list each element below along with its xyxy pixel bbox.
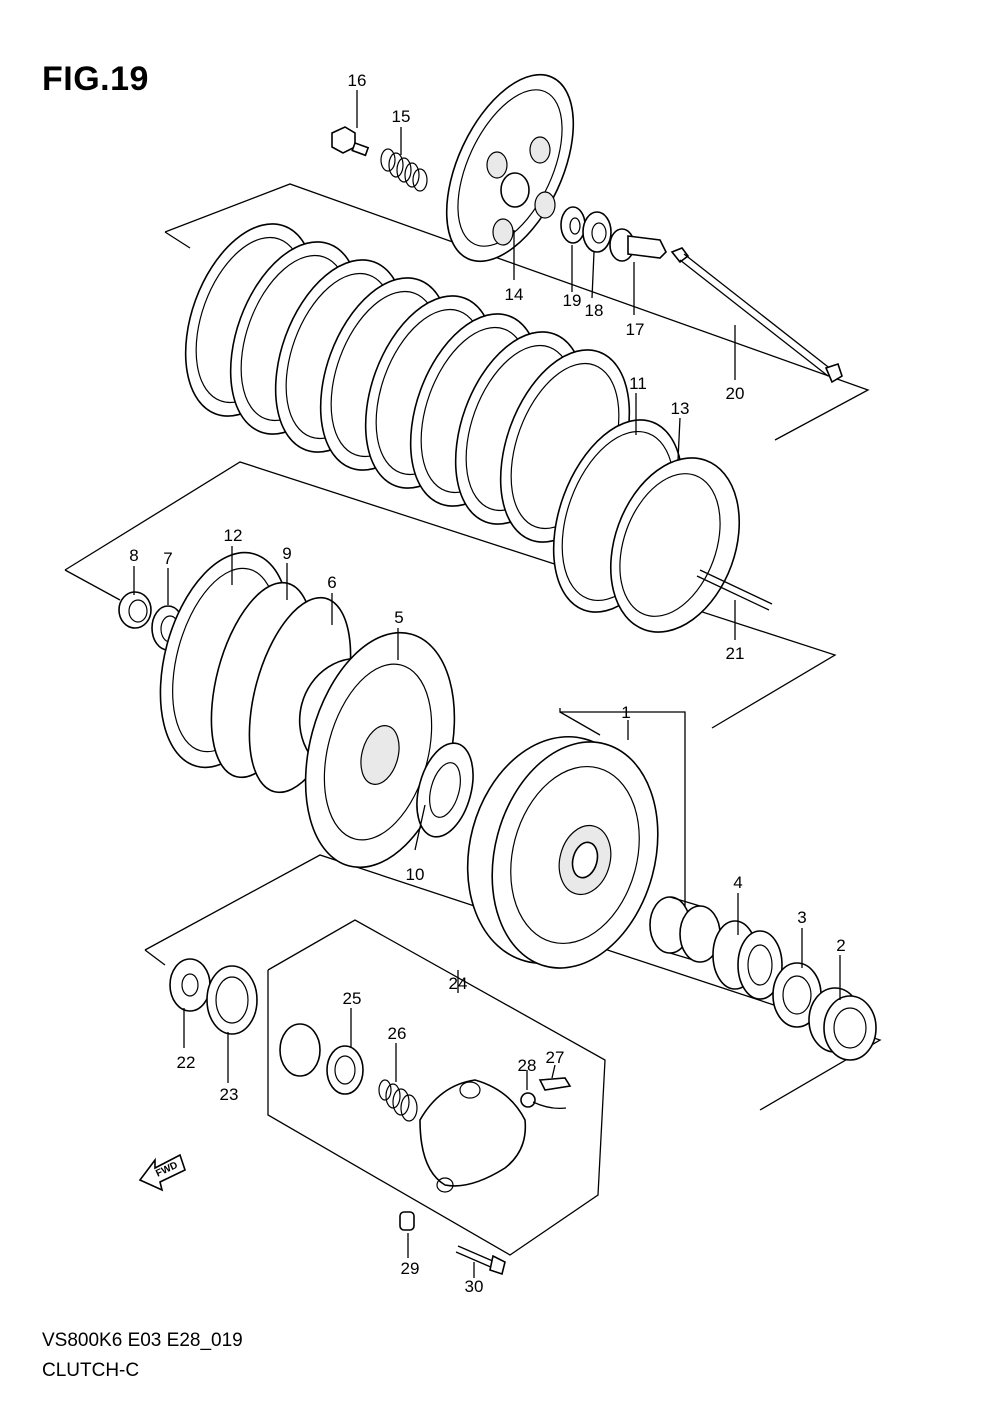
spring-26 bbox=[378, 1079, 418, 1122]
callout-1: 1 bbox=[621, 703, 630, 722]
washer-19 bbox=[560, 206, 586, 244]
spacer bbox=[649, 896, 721, 963]
primary-driven-gear-1 bbox=[466, 735, 659, 969]
fwd-arrow-icon: FWD bbox=[138, 1153, 186, 1192]
callout-4: 4 bbox=[733, 873, 742, 892]
bearing-22 bbox=[169, 958, 211, 1012]
callout-28: 28 bbox=[518, 1056, 537, 1075]
callout-15: 15 bbox=[392, 107, 411, 126]
callout-8: 8 bbox=[129, 546, 138, 565]
callout-3: 3 bbox=[797, 908, 806, 927]
callout-25: 25 bbox=[343, 989, 362, 1008]
leader-lines bbox=[133, 90, 841, 1278]
callout-29: 29 bbox=[401, 1259, 420, 1278]
callout-24: 24 bbox=[449, 974, 468, 993]
bolt-30 bbox=[455, 1245, 506, 1276]
callout-22: 22 bbox=[177, 1053, 196, 1072]
spring-15 bbox=[380, 148, 428, 192]
model-code: VS800K6 E03 E28_019 bbox=[42, 1330, 243, 1351]
bleeder-27 bbox=[538, 1077, 572, 1091]
callout-10: 10 bbox=[406, 865, 425, 884]
dowel-29 bbox=[399, 1211, 415, 1231]
group-outline-primary-gear bbox=[559, 708, 686, 920]
callout-5: 5 bbox=[394, 608, 403, 627]
push-rod-20 bbox=[670, 247, 843, 384]
clutch-plate-stack bbox=[184, 223, 631, 543]
callout-16: 16 bbox=[348, 71, 367, 90]
bolt-16 bbox=[331, 126, 370, 157]
callout-21: 21 bbox=[726, 644, 745, 663]
callout-9: 9 bbox=[282, 544, 291, 563]
needle-bearing-4 bbox=[712, 920, 783, 1000]
section-name: CLUTCH-C bbox=[42, 1360, 140, 1381]
callout-11: 11 bbox=[629, 374, 647, 393]
pressure-plate bbox=[445, 73, 575, 263]
callout-27: 27 bbox=[546, 1048, 565, 1067]
figure-title: FIG.19 bbox=[42, 60, 149, 98]
washer-10 bbox=[416, 742, 474, 838]
piston-25 bbox=[279, 1023, 364, 1095]
callout-19: 19 bbox=[563, 291, 582, 310]
callout-26: 26 bbox=[388, 1024, 407, 1043]
callout-23: 23 bbox=[220, 1085, 239, 1104]
cap-28 bbox=[520, 1092, 567, 1110]
callout-labels: 1 2 3 4 5 6 7 8 9 10 11 12 13 14 15 16 1… bbox=[129, 71, 845, 1296]
group-outline-clutch-plates bbox=[164, 183, 870, 441]
callout-20: 20 bbox=[726, 384, 745, 403]
callout-13: 13 bbox=[671, 399, 690, 418]
callout-7: 7 bbox=[163, 549, 172, 568]
nut-8 bbox=[118, 591, 152, 629]
callout-6: 6 bbox=[327, 573, 336, 592]
release-piece-17 bbox=[609, 228, 667, 262]
callout-17: 17 bbox=[626, 320, 645, 339]
spacer-2 bbox=[808, 987, 877, 1061]
callout-30: 30 bbox=[465, 1277, 484, 1296]
group-outline-release-cylinder bbox=[267, 919, 606, 1256]
callout-12: 12 bbox=[224, 526, 243, 545]
callout-2: 2 bbox=[836, 936, 845, 955]
plate-13 bbox=[609, 457, 741, 633]
callout-14: 14 bbox=[505, 285, 524, 304]
pin-21 bbox=[696, 569, 773, 611]
group-outline-clutch-hub bbox=[64, 461, 837, 729]
oil-seal-23 bbox=[206, 965, 258, 1035]
release-cylinder-body bbox=[419, 1079, 527, 1193]
bearing-18 bbox=[582, 211, 612, 253]
callout-18: 18 bbox=[585, 301, 604, 320]
